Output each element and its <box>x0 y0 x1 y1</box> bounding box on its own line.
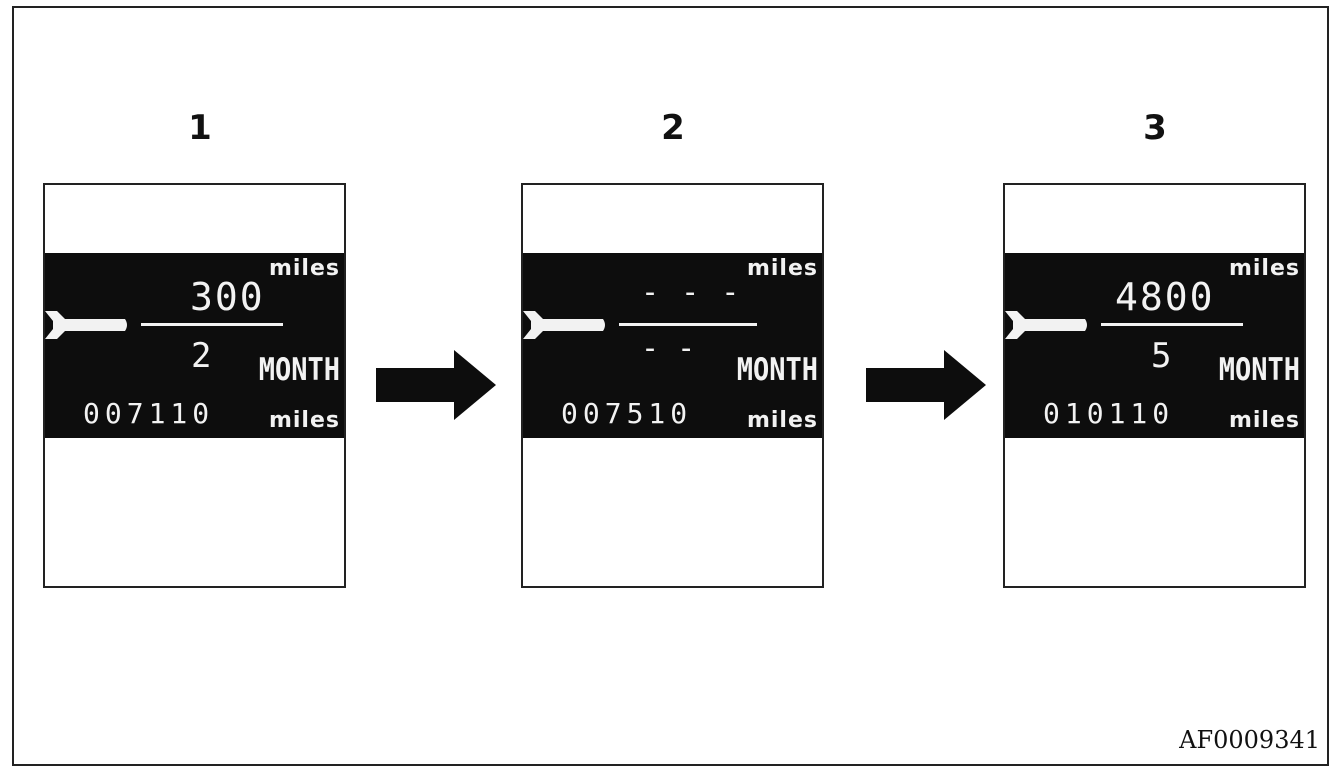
distance-unit-label: miles <box>746 256 818 281</box>
wrench-icon <box>1005 311 1087 339</box>
distance-remaining: 4800 <box>1115 275 1215 319</box>
step-number-2: 2 <box>661 108 685 148</box>
arrow-right-icon <box>866 350 986 420</box>
fraction-line <box>141 323 283 326</box>
odometer-value: 007110 <box>83 397 215 430</box>
wrench-icon <box>45 311 127 339</box>
display-screen-1: miles 300 2 MONTH 007110 miles <box>45 253 344 438</box>
months-remaining: 5 <box>1151 336 1172 376</box>
step-number-3: 3 <box>1143 108 1167 148</box>
odometer-unit-label: miles <box>268 408 340 433</box>
figure-frame <box>12 6 1329 766</box>
distance-remaining: - - - <box>641 275 742 310</box>
distance-unit-label: miles <box>268 256 340 281</box>
odometer-unit-label: miles <box>746 408 818 433</box>
wrench-icon <box>523 311 605 339</box>
display-panel-3: miles 4800 5 MONTH 010110 miles <box>1003 183 1306 588</box>
odometer-value: 010110 <box>1043 397 1175 430</box>
distance-unit-label: miles <box>1228 256 1300 281</box>
display-screen-3: miles 4800 5 MONTH 010110 miles <box>1005 253 1304 438</box>
month-label: MONTH <box>736 352 818 388</box>
distance-remaining: 300 <box>190 275 265 319</box>
months-remaining: 2 <box>191 336 212 376</box>
figure-code: AF0009341 <box>1179 726 1320 754</box>
month-label: MONTH <box>258 352 340 388</box>
fraction-line <box>1101 323 1243 326</box>
display-panel-2: miles - - - - - MONTH 007510 miles <box>521 183 824 588</box>
display-screen-2: miles - - - - - MONTH 007510 miles <box>523 253 822 438</box>
display-panel-1: miles 300 2 MONTH 007110 miles <box>43 183 346 588</box>
odometer-unit-label: miles <box>1228 408 1300 433</box>
months-remaining: - - <box>641 331 696 366</box>
arrow-right-icon <box>376 350 496 420</box>
month-label: MONTH <box>1218 352 1300 388</box>
fraction-line <box>619 323 757 326</box>
odometer-value: 007510 <box>561 397 693 430</box>
step-number-1: 1 <box>188 108 212 148</box>
